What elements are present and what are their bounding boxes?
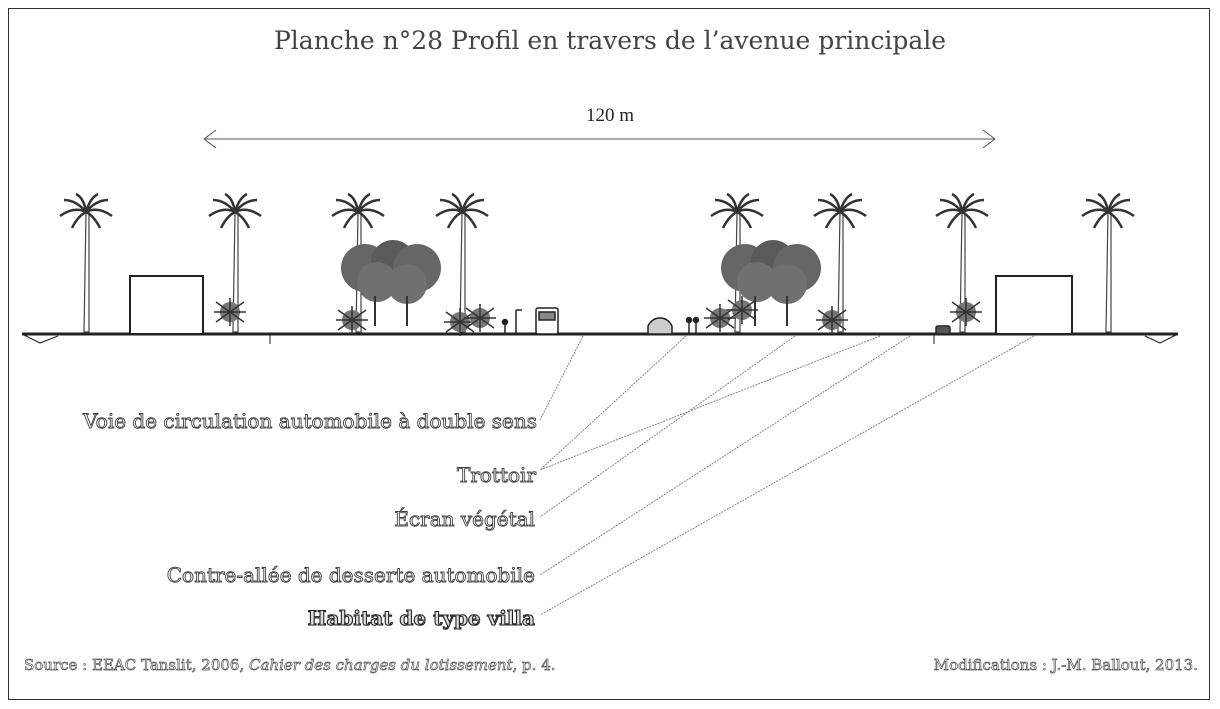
villa-left (129, 275, 204, 335)
modifications-credit: Modifications : J.-M. Ballout, 2013. (933, 656, 1198, 675)
label-ecran-vegetal: Écran végétal (394, 507, 536, 532)
bus (535, 307, 559, 335)
source-prefix: Source : EEAC Tanslit, 2006, (24, 656, 249, 675)
dimension-label: 120 m (585, 105, 635, 126)
villa-right (995, 275, 1073, 335)
leader-lines (539, 335, 1035, 616)
figure-title: Planche n°28 Profil en travers de l’aven… (273, 26, 947, 55)
label-contre-allee: Contre-allée de desserte automobile (166, 563, 535, 588)
source-credit: Source : EEAC Tanslit, 2006, Cahier des … (24, 656, 556, 675)
shrub (335, 305, 369, 335)
ground-line (21, 332, 1179, 344)
pedestrians (501, 316, 700, 333)
label-trottoir: Trottoir (456, 463, 537, 488)
palm-tree (812, 192, 868, 334)
car (935, 325, 951, 335)
palm-tree (58, 192, 114, 334)
car (647, 317, 673, 335)
dimension-arrow (203, 129, 996, 149)
label-habitat-villa: Habitat de type villa (307, 605, 536, 630)
shrub (949, 297, 983, 327)
figure-frame (8, 8, 1210, 700)
palm-tree (1080, 192, 1136, 334)
source-suffix: , p. 4. (512, 656, 556, 675)
street-lamp (515, 309, 522, 334)
source-title: Cahier des charges du lotissement (249, 656, 513, 675)
label-voie-circulation: Voie de circulation automobile à double … (83, 409, 538, 434)
shrub (213, 297, 247, 327)
